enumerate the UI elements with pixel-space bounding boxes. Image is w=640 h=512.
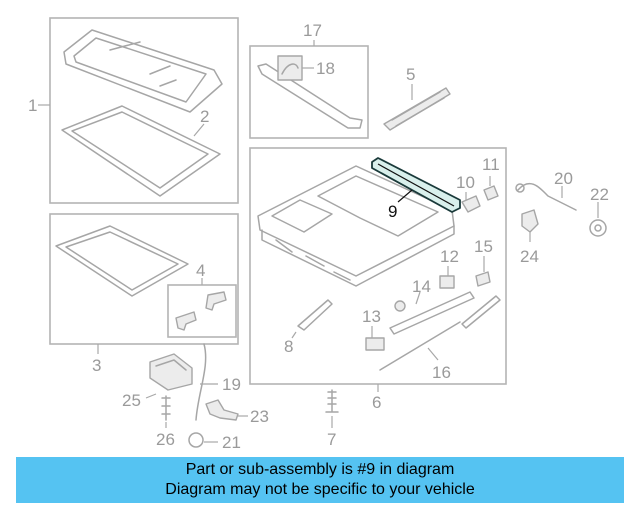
clip-24	[521, 209, 539, 233]
frame-bracket-10	[461, 195, 481, 213]
sunshade-clip-box	[167, 284, 237, 338]
part-label-4[interactable]: 4	[196, 261, 205, 280]
part-label-17[interactable]: 17	[303, 21, 322, 40]
highlighted-part-9[interactable]	[371, 157, 461, 213]
clip-23	[205, 399, 239, 421]
lower-parts-group	[145, 343, 248, 448]
part-label-2[interactable]: 2	[200, 107, 209, 126]
glass-seal	[61, 105, 221, 197]
sunshade-clip-b	[175, 311, 197, 331]
outside-parts-group	[515, 182, 607, 242]
part-label-14[interactable]: 14	[412, 277, 431, 296]
part-label-23[interactable]: 23	[250, 407, 269, 426]
part-label-3[interactable]: 3	[92, 356, 101, 375]
part-label-16[interactable]: 16	[432, 363, 451, 382]
bolt-7-group	[325, 389, 339, 428]
glass-panel	[63, 29, 223, 113]
part-label-8[interactable]: 8	[284, 337, 293, 356]
motor-25	[149, 353, 193, 391]
glass-assembly-box	[49, 17, 239, 204]
part-label-19[interactable]: 19	[222, 375, 241, 394]
frame-assembly-group	[249, 147, 507, 392]
bolt-7	[325, 389, 339, 413]
info-banner: Part or sub-assembly is #9 in diagram Di…	[16, 457, 624, 503]
frame-block-12	[439, 275, 455, 289]
drain-channel	[257, 63, 363, 129]
part-label-24[interactable]: 24	[520, 247, 539, 266]
part-label-21[interactable]: 21	[222, 433, 241, 452]
frame-bracket-11	[483, 185, 499, 201]
part-label-20[interactable]: 20	[554, 169, 573, 188]
grommet-21	[188, 432, 204, 448]
part-label-22[interactable]: 22	[590, 185, 609, 204]
sunshade-panel	[55, 225, 189, 297]
banner-line-disclaimer: Diagram may not be specific to your vehi…	[165, 481, 475, 498]
part-label-1[interactable]: 1	[28, 96, 37, 115]
grommet-22	[589, 219, 607, 237]
frame-block-13	[365, 337, 385, 351]
glass-assembly-group	[38, 17, 239, 204]
frame-rail-14	[389, 291, 475, 335]
part-label-13[interactable]: 13	[362, 307, 381, 326]
bolt-26	[161, 395, 171, 421]
drain-group	[249, 40, 369, 139]
sunshade-clip-a	[205, 291, 227, 311]
part-label-18[interactable]: 18	[316, 59, 335, 78]
drain-hose-19	[195, 343, 207, 421]
frame-rail-15	[461, 295, 501, 329]
part-label-5[interactable]: 5	[406, 65, 415, 84]
sunshade-group	[49, 213, 239, 354]
part-label-12[interactable]: 12	[440, 247, 459, 266]
part-label-9[interactable]: 9	[388, 202, 397, 221]
banner-line-part: Part or sub-assembly is #9 in diagram	[185, 461, 455, 478]
deflector-strip	[383, 87, 451, 131]
deflector-group	[383, 84, 451, 131]
drain-hose-20	[517, 182, 577, 211]
part-label-25[interactable]: 25	[122, 391, 141, 410]
drive-cable-16	[379, 321, 461, 371]
part-label-11[interactable]: 11	[482, 155, 500, 174]
part-label-10[interactable]: 10	[456, 173, 475, 192]
part-label-6[interactable]: 6	[372, 393, 381, 412]
part-9-leader	[397, 189, 413, 203]
part-label-26[interactable]: 26	[156, 430, 175, 449]
frame-bracket-8	[297, 299, 333, 331]
part-label-15[interactable]: 15	[474, 237, 493, 256]
part-label-7[interactable]: 7	[327, 430, 336, 449]
drain-box	[249, 45, 369, 139]
sunshade-box	[49, 213, 239, 345]
